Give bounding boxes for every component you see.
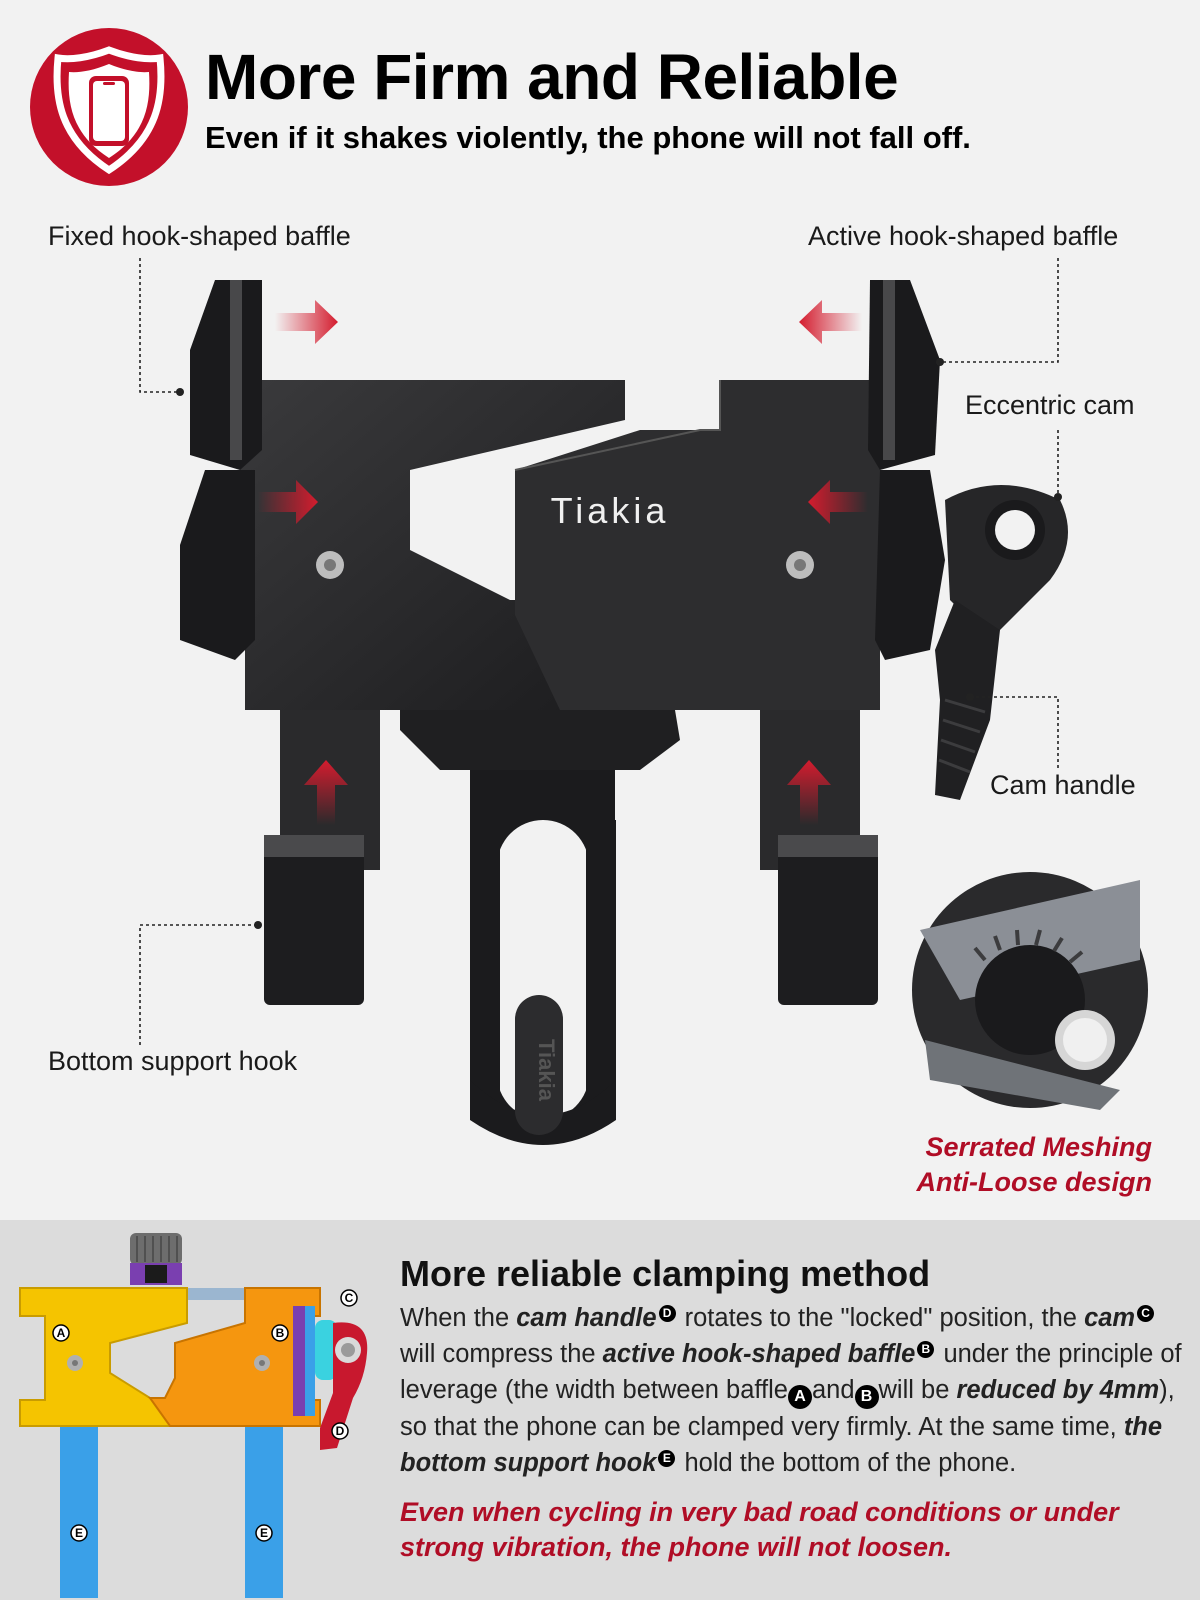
arrow-left-icon [799,300,862,344]
fixed-hook-baffle [180,280,262,660]
arrow-up-icon [304,760,348,825]
label-active-baffle: Active hook-shaped baffle [808,221,1119,251]
label-fixed-baffle: Fixed hook-shaped baffle [48,221,351,251]
handlebar-clamp: Tiakia [470,700,616,1145]
diagram-label-d: D [336,1424,345,1438]
label-cam-handle: Cam handle [990,770,1136,800]
clamping-diagram: A B C D E E [19,1233,368,1598]
arrow-right-icon [258,480,318,524]
serrated-caption: Serrated Meshing Anti-Loose design [917,1130,1153,1200]
arrow-right-icon [275,300,338,344]
diagram-label-e-left: E [75,1526,83,1540]
diagram-label-e-right: E [260,1526,268,1540]
active-hook-baffle [868,280,945,660]
leader-lines [139,258,1059,1045]
diagram-label-a: A [57,1326,66,1340]
label-eccentric-cam: Eccentric cam [965,390,1135,420]
method-heading: More reliable clamping method [400,1253,931,1294]
warning-text: Even when cycling in very bad road condi… [400,1497,1119,1562]
brand-logo: Tiakia [551,490,670,531]
shield-badge [30,28,188,186]
arrow-up-icon [787,760,831,825]
right-body-plate [515,380,880,710]
arrow-left-icon [808,480,868,524]
shield-phone-icon [53,46,165,175]
diagram-label-c: C [345,1291,354,1305]
page-title: More Firm and Reliable [205,41,899,113]
page-subtitle: Even if it shakes violently, the phone w… [205,120,971,155]
eccentric-cam [945,485,1068,640]
clamp-logo: Tiakia [534,1039,559,1102]
label-bottom-hook: Bottom support hook [48,1046,298,1076]
caption-line-1: Serrated Meshing [925,1132,1152,1162]
phone-holder-illustration: Tiakia Tiakia [139,258,1148,1145]
diagram-label-b: B [276,1326,285,1340]
serrated-detail-zoom [912,872,1148,1110]
caption-line-2: Anti-Loose design [916,1167,1153,1197]
force-arrows [258,300,868,825]
